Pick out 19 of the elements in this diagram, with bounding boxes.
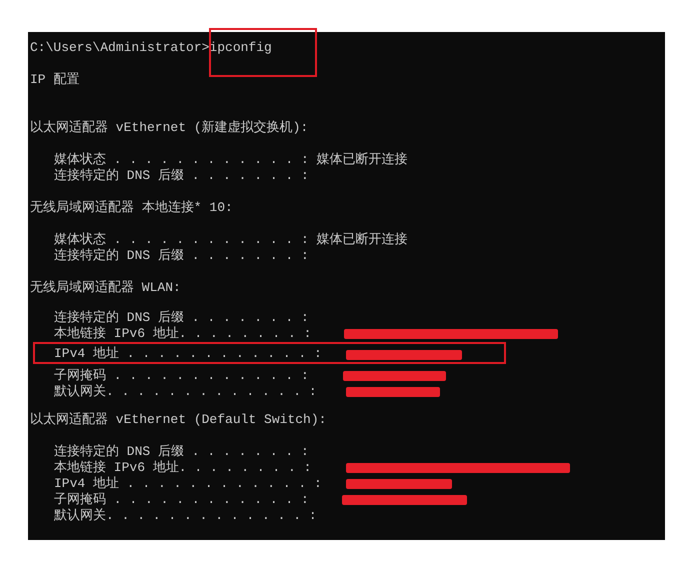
terminal-line: 连接特定的 DNS 后缀 . . . . . . . :	[54, 168, 309, 184]
terminal-line: 媒体状态 . . . . . . . . . . . . : 媒体已断开连接	[54, 232, 408, 248]
terminal-line: 连接特定的 DNS 后缀 . . . . . . . :	[54, 248, 309, 264]
terminal-line: 子网掩码 . . . . . . . . . . . . :	[54, 368, 309, 384]
terminal-line: 本地链接 IPv6 地址. . . . . . . . :	[54, 326, 312, 342]
terminal-line: 无线局域网适配器 WLAN:	[30, 280, 181, 296]
terminal-line: 默认网关. . . . . . . . . . . . . :	[54, 384, 317, 400]
terminal-line: 媒体状态 . . . . . . . . . . . . : 媒体已断开连接	[54, 152, 408, 168]
terminal-line: IPv4 地址 . . . . . . . . . . . . :	[54, 476, 322, 492]
terminal-line: 无线局域网适配器 本地连接* 10:	[30, 200, 233, 216]
terminal-line: 以太网适配器 vEthernet (新建虚拟交换机):	[30, 120, 308, 136]
terminal-line: IPv4 地址 . . . . . . . . . . . . :	[54, 346, 322, 362]
terminal-line: 以太网适配器 vEthernet (Default Switch):	[30, 412, 326, 428]
terminal-line: IP 配置	[30, 72, 80, 88]
terminal-line: 默认网关. . . . . . . . . . . . . :	[54, 508, 317, 524]
terminal-line: 连接特定的 DNS 后缀 . . . . . . . :	[54, 444, 309, 460]
terminal-line: 本地链接 IPv6 地址. . . . . . . . :	[54, 460, 312, 476]
terminal-line: 子网掩码 . . . . . . . . . . . . :	[54, 492, 309, 508]
terminal-line: 连接特定的 DNS 后缀 . . . . . . . :	[54, 310, 309, 326]
